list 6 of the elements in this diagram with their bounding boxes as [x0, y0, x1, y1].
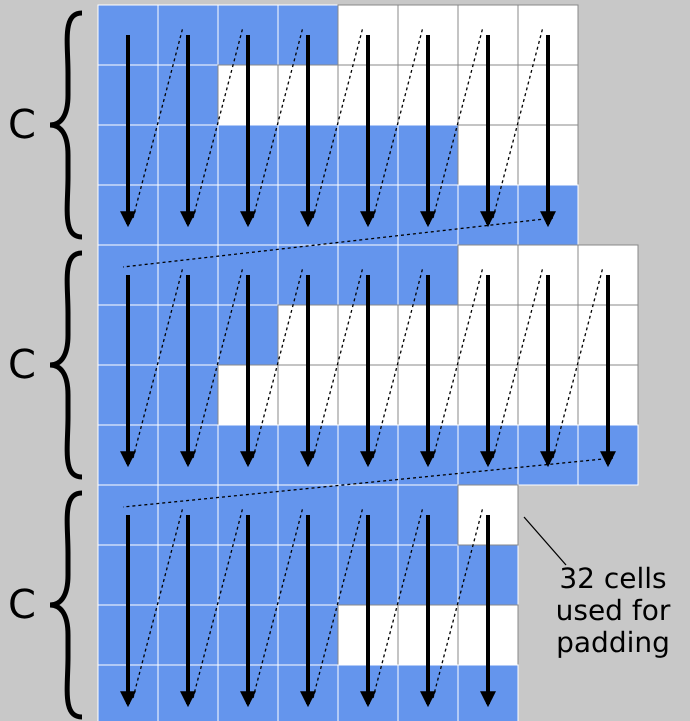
note-text: 32 cells used for padding [538, 563, 688, 659]
brace-label: C [8, 345, 36, 385]
padding-cell [458, 484, 518, 546]
brace-label: C [8, 585, 36, 625]
leader-line [524, 516, 566, 566]
brace-label: C [8, 105, 36, 145]
